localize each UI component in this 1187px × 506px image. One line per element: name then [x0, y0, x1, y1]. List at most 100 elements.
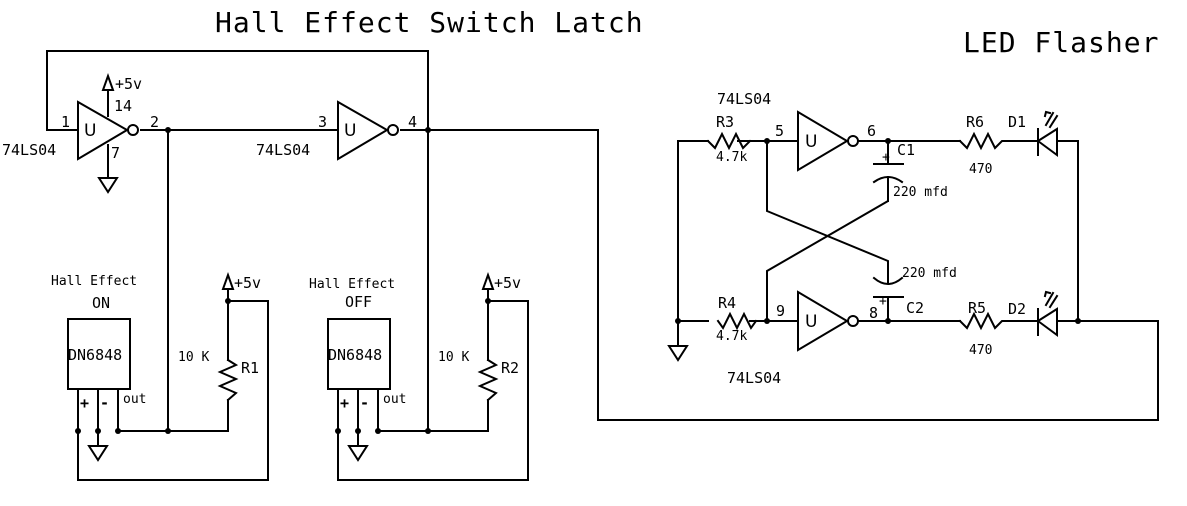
unit-label: U [84, 121, 96, 141]
ground-icon [667, 345, 689, 362]
sensor-body [67, 318, 131, 390]
r5-value: 470 [969, 343, 992, 358]
light-arrow-head [1043, 290, 1052, 298]
inverter-icon [797, 290, 849, 352]
r3-value: 4.7k [716, 150, 747, 165]
junction-dot [75, 428, 81, 434]
cross-wire-a [766, 140, 889, 276]
unit-label: U [805, 132, 817, 152]
pin-label: 6 [867, 122, 876, 140]
junction-dot [95, 428, 101, 434]
d1-right-wire [1056, 140, 1079, 322]
flasher-title: LED Flasher [963, 26, 1159, 59]
supply-loop-wire [77, 300, 269, 481]
pin-label: 2 [150, 113, 159, 131]
inverter-icon [797, 110, 849, 172]
r5-ref: R5 [968, 299, 986, 317]
pin-label: 14 [114, 97, 132, 115]
d1-ref: D1 [1008, 113, 1026, 131]
pin-label: 1 [61, 113, 70, 131]
resistor-r2-icon [477, 358, 499, 402]
d2-ref: D2 [1008, 300, 1026, 318]
unit-label: U [805, 312, 817, 332]
ground-icon [347, 445, 369, 462]
pin-label: 5 [775, 122, 784, 140]
inverter-icon [77, 100, 129, 161]
light-arrow-icon [1048, 294, 1059, 309]
light-arrow-icon [1044, 111, 1055, 127]
sensor-body [327, 318, 391, 390]
resistor-r6-icon [958, 131, 1013, 151]
inverter-bubble-icon [387, 124, 399, 136]
r4-value: 4.7k [716, 329, 747, 344]
r4-ref: R4 [718, 294, 736, 312]
led-d1-icon: D1 [1008, 110, 1079, 322]
supply-loop-wire [337, 300, 529, 481]
supply-label: +5v [494, 274, 521, 292]
r3-ref: R3 [716, 113, 734, 131]
c2-value: 220 mfd [902, 266, 957, 281]
inverter-bubble-icon [847, 135, 859, 147]
light-arrow-head [1043, 110, 1052, 118]
latch-title: Hall Effect Switch Latch [215, 6, 644, 39]
r1-value: 10 K [178, 350, 209, 365]
pin-label: 4 [408, 113, 417, 131]
sensor-label: Hall Effect [51, 274, 137, 289]
d1-triangle [1036, 127, 1058, 157]
latch-gate-1: +5v U 1 2 14 7 74LS04 [2, 73, 159, 194]
d2-triangle [1036, 307, 1058, 337]
r6-ref: R6 [966, 113, 984, 131]
flasher-wiring: R3 4.7k R4 4.7k U 5 6 74LS04 U 9 8 74LS0… [667, 90, 1081, 387]
r2-ref: R2 [501, 359, 519, 377]
resistor-r4-icon [716, 311, 758, 331]
r6-value: 470 [969, 162, 992, 177]
junction-dot [335, 428, 341, 434]
sensor-part: DN6848 [68, 346, 122, 364]
feedback-wire [46, 50, 429, 131]
pin-label: 3 [318, 113, 327, 131]
plus-label: + [340, 394, 349, 412]
junction-dot [355, 428, 361, 434]
c2-curved-plate-icon [872, 276, 904, 285]
part-label: 74LS04 [727, 369, 781, 387]
junction-dot [1075, 318, 1081, 324]
c1-ref: C1 [897, 141, 915, 159]
ground-icon [87, 445, 109, 462]
junction-dot [675, 318, 681, 324]
light-arrow-icon [1044, 291, 1055, 307]
inverter-icon [337, 100, 389, 161]
part-label: 74LS04 [256, 141, 310, 159]
resistor-r3-icon [706, 131, 752, 151]
c2-polarity: + [879, 294, 887, 309]
led-d2-icon: D2 [1008, 290, 1079, 337]
junction-dot [425, 127, 431, 133]
minus-label: - [100, 394, 109, 412]
r2-value: 10 K [438, 350, 469, 365]
hall-sensor-on: Hall Effect ON DN6848 + - out +5v 10 K R… [51, 272, 269, 481]
sensor-label: Hall Effect [309, 277, 395, 292]
c1-value: 220 mfd [893, 185, 948, 200]
vcc-arrow-icon [481, 272, 495, 290]
part-label: 74LS04 [717, 90, 771, 108]
sensor-state: ON [92, 294, 110, 312]
sensor-state: OFF [345, 293, 372, 311]
out-label: out [123, 392, 146, 407]
unit-label: U [344, 121, 356, 141]
inverter-bubble-icon [127, 124, 139, 136]
junction-dot [225, 298, 231, 304]
pin-label: 7 [111, 144, 120, 162]
resistor-r1-icon [217, 358, 239, 402]
vcc-arrow-icon [221, 272, 235, 290]
junction-dot [115, 428, 121, 434]
minus-label: - [360, 394, 369, 412]
sensor-part: DN6848 [328, 346, 382, 364]
part-label: 74LS04 [2, 141, 56, 159]
vcc-arrow-icon [101, 73, 115, 91]
wire-pin4-flasher [400, 129, 1159, 421]
light-arrow-icon [1048, 114, 1059, 129]
supply-label: +5v [234, 274, 261, 292]
out-label: out [383, 392, 406, 407]
out-wire [117, 399, 229, 432]
capacitor-c1: + C1 220 mfd [872, 140, 948, 202]
